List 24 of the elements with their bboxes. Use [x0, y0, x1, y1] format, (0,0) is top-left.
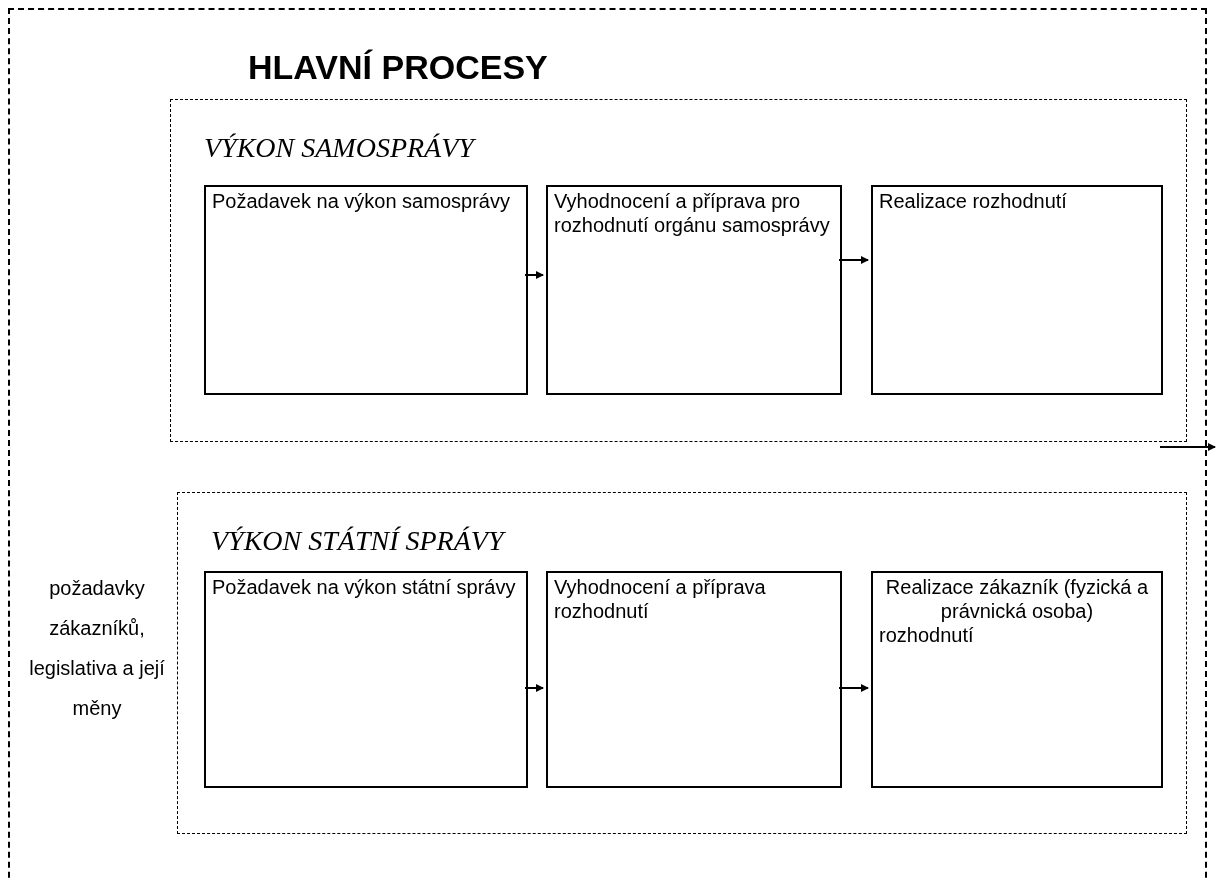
process-text: rozhodnutí [879, 623, 975, 647]
arrow [524, 684, 544, 692]
process-text: Požadavek na výkon samosprávy [212, 189, 511, 213]
process-box [546, 571, 842, 788]
process-box [871, 185, 1163, 395]
input-note: požadavky zákazníků, legislativa a její měny [28, 576, 166, 721]
arrow [838, 684, 869, 692]
arrow [1159, 443, 1216, 451]
process-text: Realizace zákazník (fyzická a právnická osoba) [884, 575, 1150, 623]
arrow [524, 271, 544, 279]
arrow [838, 256, 869, 264]
group-box [170, 99, 1187, 442]
process-box [204, 185, 528, 395]
process-box [546, 185, 842, 395]
group-heading: VÝKON STÁTNÍ SPRÁVY [211, 527, 504, 555]
process-text: Vyhodnocení a příprava rozhodnutí [554, 575, 767, 623]
process-text: Vyhodnocení a příprava pro rozhodnutí orgánu samosprávy [554, 189, 831, 237]
process-box [204, 571, 528, 788]
frame-heading: HLAVNÍ PROCESY [248, 50, 548, 84]
process-text: Realizace rozhodnutí [879, 189, 1068, 213]
process-text: Požadavek na výkon státní správy [212, 575, 517, 599]
process-box [871, 571, 1163, 788]
process-frame [8, 8, 1207, 878]
group-box [177, 492, 1187, 834]
